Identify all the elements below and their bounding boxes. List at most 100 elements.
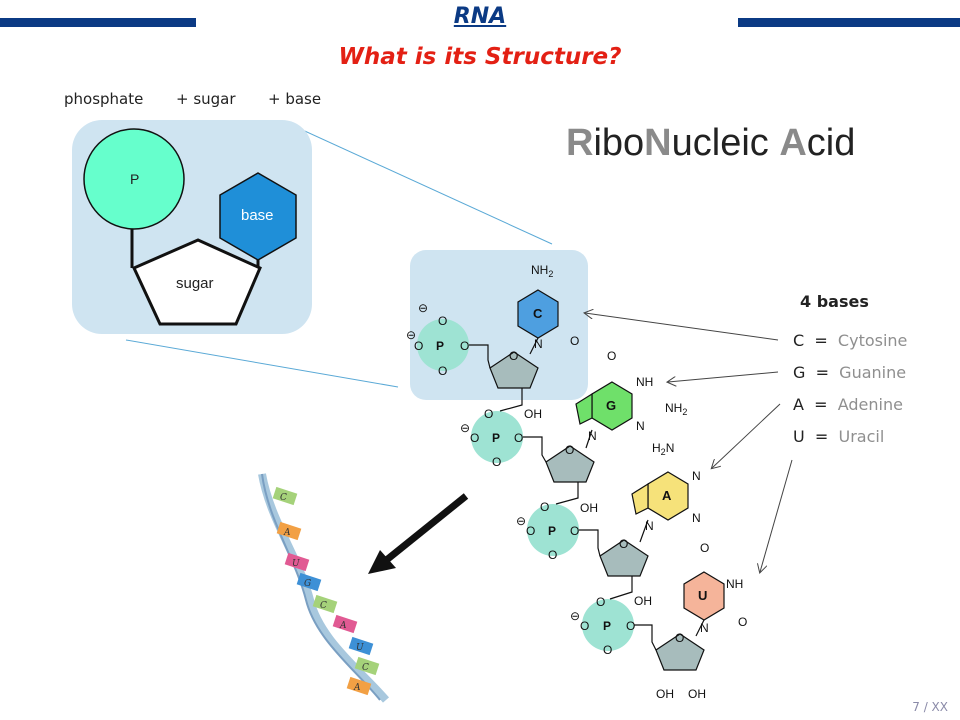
svg-text:O: O bbox=[738, 615, 747, 629]
svg-text:O: O bbox=[438, 314, 447, 328]
svg-text:O: O bbox=[603, 643, 612, 657]
guanine-ring-5 bbox=[575, 392, 593, 425]
svg-text:O: O bbox=[570, 524, 579, 538]
acronym-ucleic: ucleic bbox=[671, 122, 769, 164]
sugar-label: sugar bbox=[176, 275, 214, 292]
svg-text:A: A bbox=[339, 621, 347, 631]
helix-arrow-shaft bbox=[381, 493, 469, 565]
arrow-adenine bbox=[712, 403, 781, 468]
base-label: base bbox=[241, 207, 274, 224]
svg-text:O: O bbox=[540, 500, 549, 514]
phosphate-label: P bbox=[130, 171, 139, 187]
arrow-guanine bbox=[668, 371, 779, 382]
svg-text:O: O bbox=[626, 619, 635, 633]
slide-subtitle: What is its Structure? bbox=[338, 44, 622, 70]
base-row-uracil: U = Uracil bbox=[793, 427, 885, 446]
svg-text:OH: OH bbox=[688, 687, 706, 701]
svg-text:OH: OH bbox=[634, 594, 652, 608]
chain-letter-c: C bbox=[533, 306, 543, 321]
phosphate-labels-1: ⊖ O ⊖ O P O O bbox=[406, 301, 469, 378]
rna-helix: C A U G C A U C A bbox=[258, 473, 390, 703]
sugar-pentagon bbox=[131, 238, 262, 326]
base-hexagon bbox=[219, 172, 297, 261]
svg-text:NH2: NH2 bbox=[665, 401, 687, 417]
phosphate-labels-2: O ⊖ O P O O bbox=[460, 407, 523, 469]
chain-letter-a: A bbox=[662, 488, 672, 503]
cytosine-nh2: NH2 bbox=[531, 263, 553, 279]
svg-text:G: G bbox=[304, 579, 311, 589]
svg-text:C: C bbox=[362, 663, 369, 673]
svg-text:O: O bbox=[526, 524, 535, 538]
sugar-2 bbox=[545, 445, 595, 483]
svg-text:C: C bbox=[280, 493, 287, 503]
acronym-a: A bbox=[779, 122, 807, 164]
acronym-cid: cid bbox=[806, 122, 856, 164]
slide-title: RNA bbox=[453, 4, 507, 29]
svg-text:P: P bbox=[436, 339, 444, 353]
zoom-line-bottom bbox=[125, 339, 399, 388]
svg-text:U: U bbox=[292, 559, 300, 569]
base-row-adenine: A = Adenine bbox=[793, 395, 903, 414]
arrow-uracil bbox=[760, 459, 793, 572]
acronym-n: N bbox=[644, 122, 672, 164]
base-row-guanine: G = Guanine bbox=[793, 363, 907, 382]
svg-text:⊖: ⊖ bbox=[418, 301, 428, 315]
svg-text:O: O bbox=[619, 537, 628, 551]
svg-text:O: O bbox=[580, 619, 589, 633]
svg-text:O: O bbox=[470, 431, 479, 445]
arrow-cytosine bbox=[585, 313, 779, 341]
svg-text:N: N bbox=[692, 469, 701, 483]
helix-arrow-head bbox=[368, 550, 396, 574]
svg-text:P: P bbox=[603, 619, 611, 633]
formula-base: + base bbox=[268, 90, 322, 108]
header-bar-right bbox=[738, 18, 960, 27]
svg-text:O: O bbox=[438, 364, 447, 378]
acronym-r: R bbox=[566, 122, 594, 164]
page-number: 7 / XX bbox=[912, 700, 948, 714]
chain-letter-u: U bbox=[698, 588, 707, 603]
svg-text:O: O bbox=[414, 339, 423, 353]
bases-heading: 4 bases bbox=[800, 292, 869, 311]
phosphate-circle bbox=[83, 128, 185, 230]
header-bar-left bbox=[0, 18, 196, 27]
phosphate-4 bbox=[582, 599, 634, 651]
zoom-line-top bbox=[295, 126, 553, 245]
svg-text:O: O bbox=[492, 455, 501, 469]
svg-text:O: O bbox=[509, 349, 518, 363]
svg-text:NH: NH bbox=[636, 375, 653, 389]
formula-sugar: + sugar bbox=[176, 90, 236, 108]
svg-text:O: O bbox=[570, 334, 579, 348]
svg-text:⊖: ⊖ bbox=[570, 609, 580, 623]
svg-text:P: P bbox=[492, 431, 500, 445]
svg-text:⊖: ⊖ bbox=[406, 328, 416, 342]
svg-text:P: P bbox=[548, 524, 556, 538]
svg-text:N: N bbox=[692, 511, 701, 525]
svg-text:O: O bbox=[596, 595, 605, 609]
svg-text:A: A bbox=[283, 528, 291, 538]
svg-text:OH: OH bbox=[656, 687, 674, 701]
svg-text:O: O bbox=[700, 541, 709, 555]
svg-text:C: C bbox=[320, 601, 327, 611]
sugar-3 bbox=[599, 539, 649, 577]
svg-text:O: O bbox=[607, 349, 616, 363]
svg-text:N: N bbox=[534, 337, 543, 351]
svg-text:U: U bbox=[356, 643, 364, 653]
phosphate-labels-3: O ⊖ O P O O bbox=[516, 500, 579, 562]
svg-text:NH: NH bbox=[726, 577, 743, 591]
svg-text:O: O bbox=[484, 407, 493, 421]
phosphate-1 bbox=[417, 319, 469, 371]
svg-text:OH: OH bbox=[524, 407, 542, 421]
svg-text:⊖: ⊖ bbox=[516, 514, 526, 528]
ribonucleic-acid-title: RiboNucleic Acid bbox=[566, 122, 855, 165]
phosphate-3 bbox=[527, 504, 579, 556]
svg-text:N: N bbox=[645, 519, 654, 533]
svg-text:O: O bbox=[675, 631, 684, 645]
adenine-ring-5 bbox=[631, 482, 649, 515]
acronym-ibo: ibo bbox=[593, 122, 645, 164]
svg-text:N: N bbox=[700, 621, 709, 635]
svg-text:O: O bbox=[514, 431, 523, 445]
chain-letter-g: G bbox=[606, 398, 616, 413]
svg-text:O: O bbox=[565, 443, 574, 457]
svg-text:N: N bbox=[636, 419, 645, 433]
